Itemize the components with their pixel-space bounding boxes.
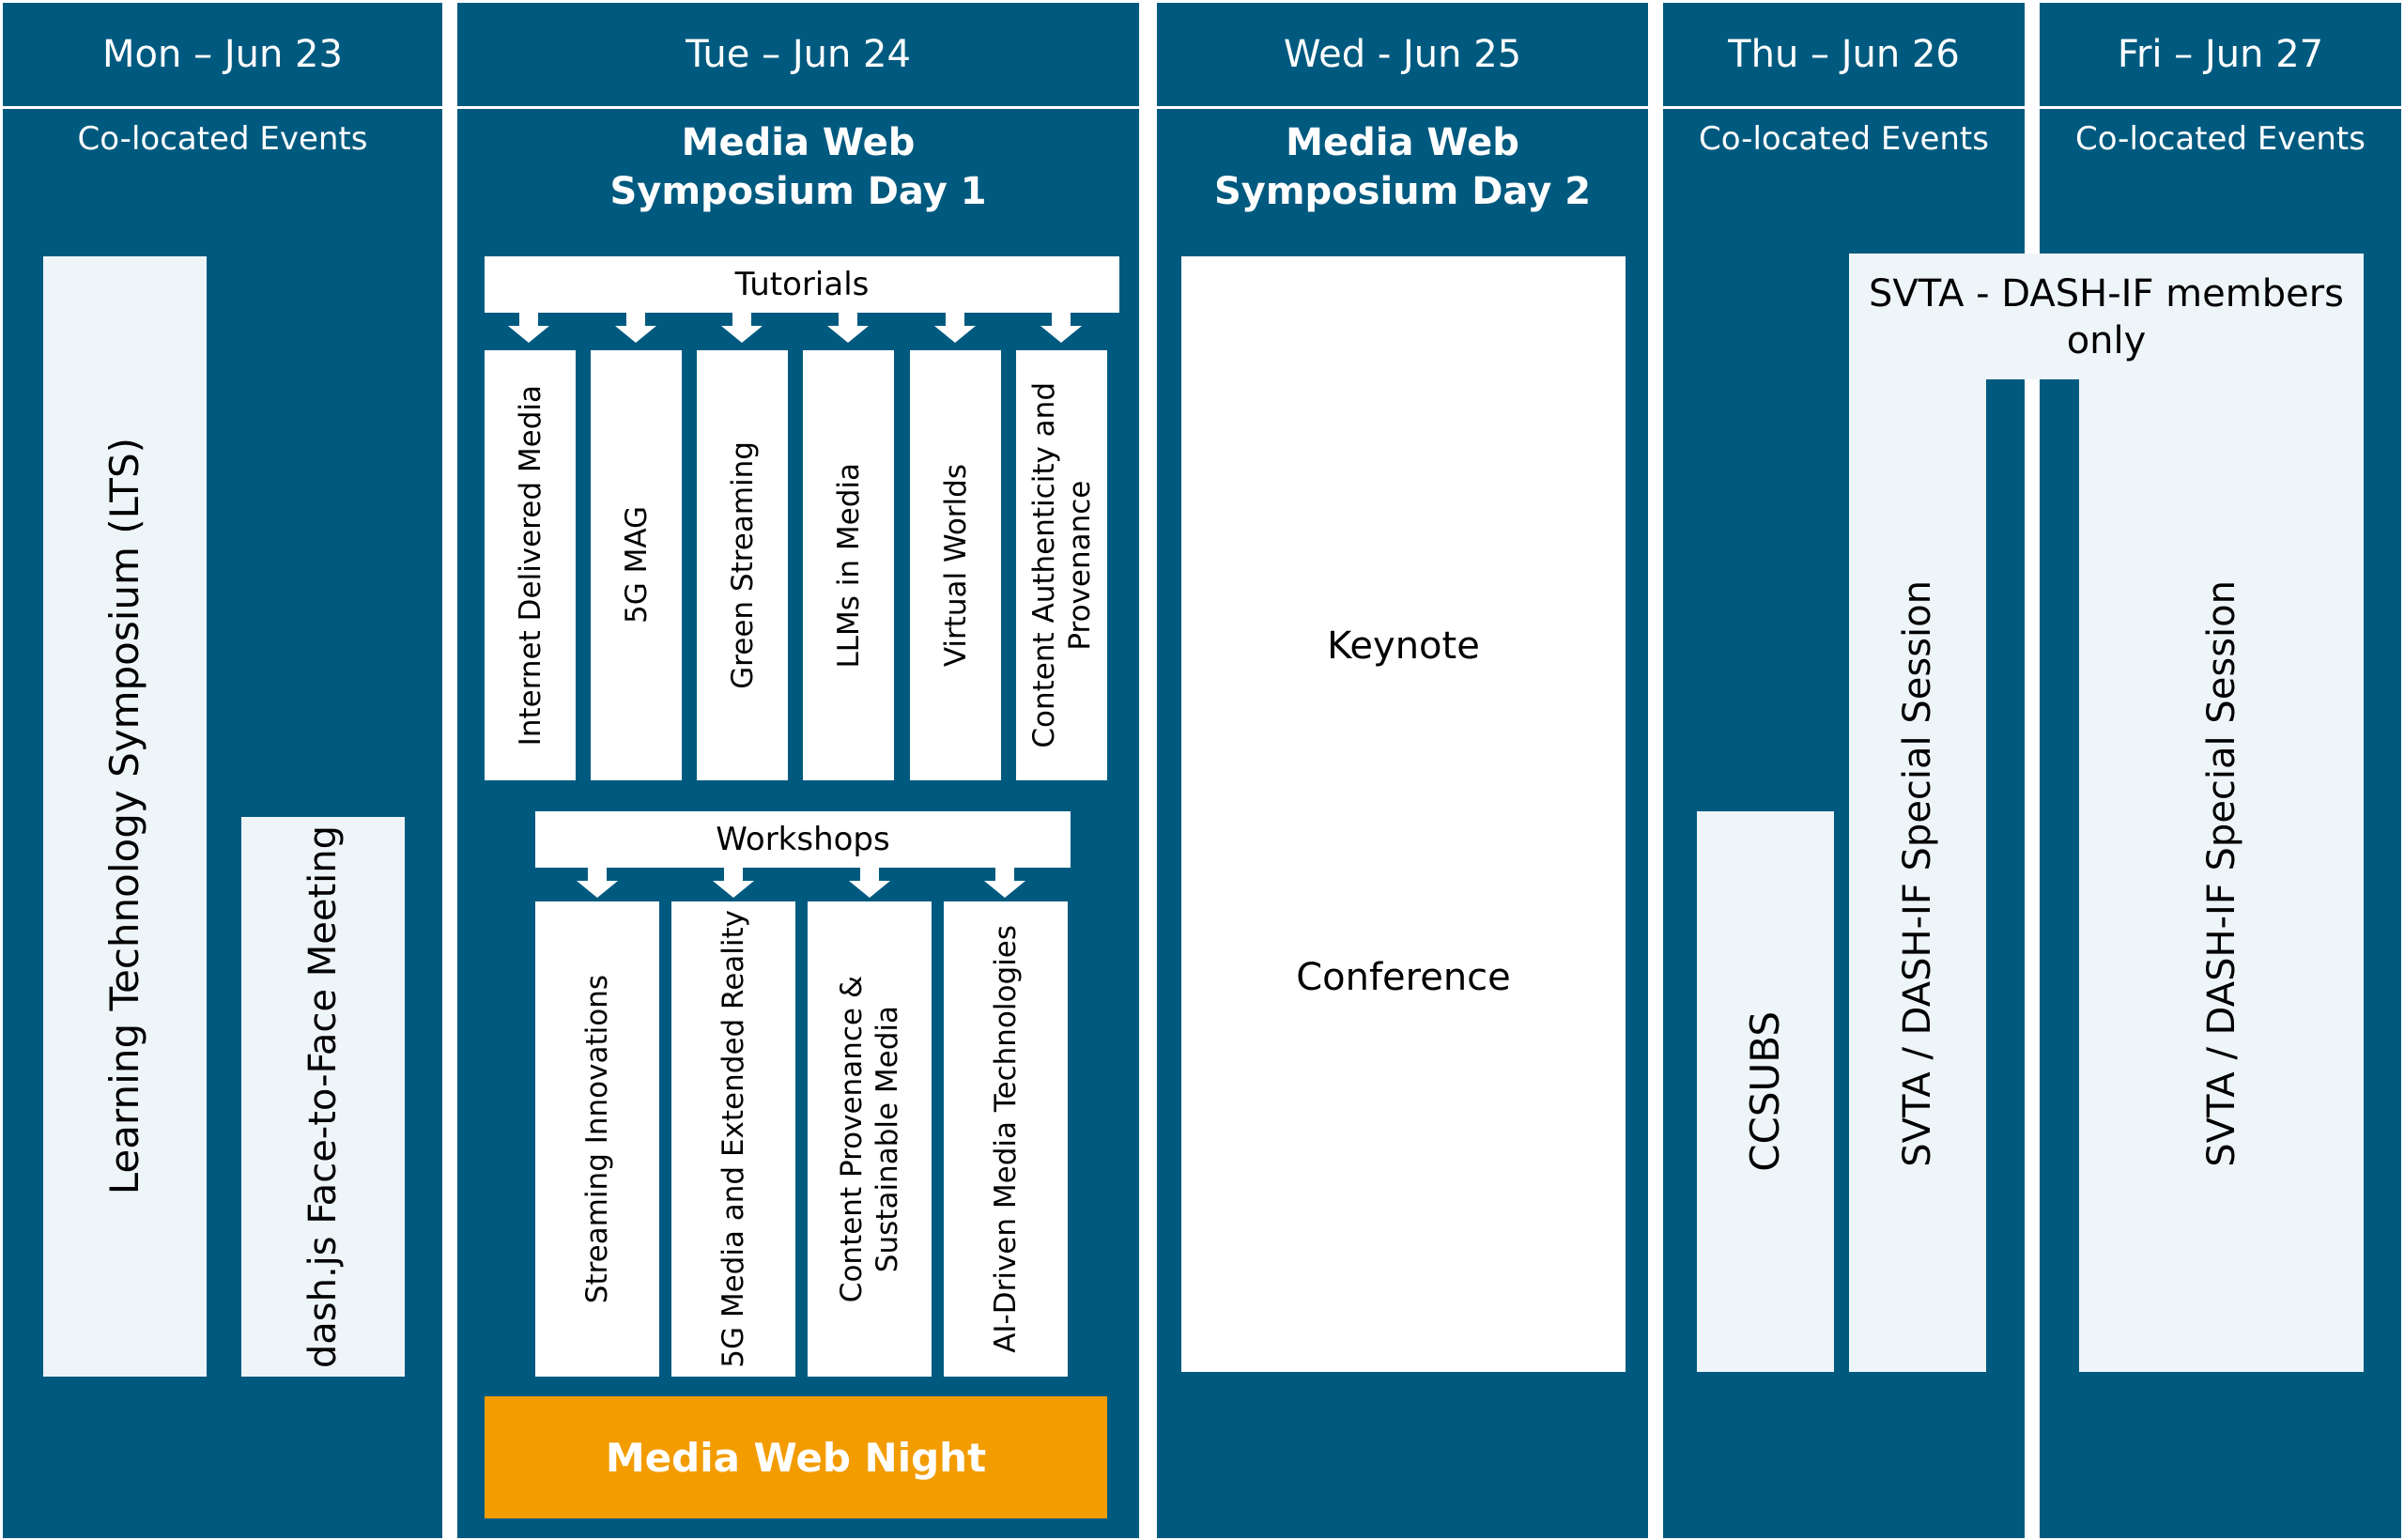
workshop-item[interactable]: Content Provenance & Sustainable Media bbox=[808, 901, 932, 1377]
keynote-conference-block[interactable]: Keynote Conference bbox=[1181, 256, 1626, 1372]
tutorials-label: Tutorials bbox=[734, 266, 870, 303]
workshop-item-label: Content Provenance & Sustainable Media bbox=[835, 975, 904, 1303]
event-dashjs-f2f-label: dash.js Face-to-Face Meeting bbox=[301, 824, 345, 1369]
media-web-night-label: Media Web Night bbox=[605, 1434, 987, 1481]
day-subtitle-thu: Co-located Events bbox=[1699, 120, 1989, 158]
media-web-night[interactable]: Media Web Night bbox=[485, 1396, 1107, 1518]
tutorial-item-label: Green Streaming bbox=[725, 441, 760, 689]
tutorial-item[interactable]: Internet Delivered Media bbox=[485, 350, 576, 780]
day-header-thu: Thu – Jun 26 bbox=[1663, 3, 2025, 109]
tutorial-item-label: 5G MAG bbox=[619, 506, 654, 624]
workshop-item-label: Streaming Innovations bbox=[580, 974, 614, 1304]
workshop-item[interactable]: AI-Driven Media Technologies bbox=[944, 901, 1068, 1377]
tutorial-item-label: Virtual Worlds bbox=[938, 463, 973, 668]
day-subtitle-wed: Media Web Symposium Day 2 bbox=[1213, 121, 1592, 213]
day-header-tue: Tue – Jun 24 bbox=[457, 3, 1139, 109]
day-subtitle-mon: Co-located Events bbox=[77, 120, 368, 158]
day-header-mon: Mon – Jun 23 bbox=[3, 3, 442, 109]
event-ccsubs[interactable]: CCSUBS bbox=[1697, 811, 1834, 1372]
workshops-bar: Workshops bbox=[535, 811, 1071, 868]
tutorial-item[interactable]: Virtual Worlds bbox=[910, 350, 1001, 780]
workshop-item[interactable]: 5G Media and Extended Reality bbox=[671, 901, 795, 1377]
tutorial-item[interactable]: Content Authenticity and Provenance bbox=[1016, 350, 1107, 780]
members-only-label: SVTA - DASH-IF members only bbox=[1868, 272, 2344, 362]
members-only-band[interactable]: SVTA - DASH-IF members only bbox=[1849, 254, 2364, 379]
tutorials-bar: Tutorials bbox=[485, 256, 1119, 313]
event-dashjs-f2f[interactable]: dash.js Face-to-Face Meeting bbox=[241, 817, 405, 1377]
special-session-fri-label: SVTA / DASH-IF Special Session bbox=[2199, 580, 2243, 1167]
day-header-wed: Wed - Jun 25 bbox=[1157, 3, 1648, 109]
event-lts-label: Learning Technology Symposium (LTS) bbox=[101, 438, 147, 1195]
keynote-label: Keynote bbox=[1327, 624, 1480, 668]
day-subtitle-tue: Media Web Symposium Day 1 bbox=[609, 121, 987, 213]
workshop-item[interactable]: Streaming Innovations bbox=[535, 901, 659, 1377]
event-lts[interactable]: Learning Technology Symposium (LTS) bbox=[43, 256, 207, 1377]
workshop-item-label: 5G Media and Extended Reality bbox=[717, 910, 750, 1368]
workshop-item-label: AI-Driven Media Technologies bbox=[989, 925, 1023, 1353]
tutorial-item[interactable]: Green Streaming bbox=[697, 350, 788, 780]
workshops-label: Workshops bbox=[716, 821, 890, 858]
tutorial-item-label: Content Authenticity and Provenance bbox=[1026, 382, 1097, 748]
day-subtitle-fri: Co-located Events bbox=[2075, 120, 2365, 158]
tutorial-item[interactable]: 5G MAG bbox=[591, 350, 682, 780]
event-ccsubs-label: CCSUBS bbox=[1742, 1011, 1788, 1172]
tutorial-item[interactable]: LLMs in Media bbox=[803, 350, 894, 780]
conference-label: Conference bbox=[1296, 956, 1511, 999]
special-session-thu-label: SVTA / DASH-IF Special Session bbox=[1896, 580, 1939, 1167]
tutorial-item-label: LLMs in Media bbox=[831, 462, 866, 669]
special-session-fri[interactable]: SVTA / DASH-IF Special Session bbox=[2079, 376, 2364, 1372]
tutorial-item-label: Internet Delivered Media bbox=[513, 384, 547, 747]
day-header-fri: Fri – Jun 27 bbox=[2040, 3, 2401, 109]
special-session-thu[interactable]: SVTA / DASH-IF Special Session bbox=[1849, 376, 1986, 1372]
